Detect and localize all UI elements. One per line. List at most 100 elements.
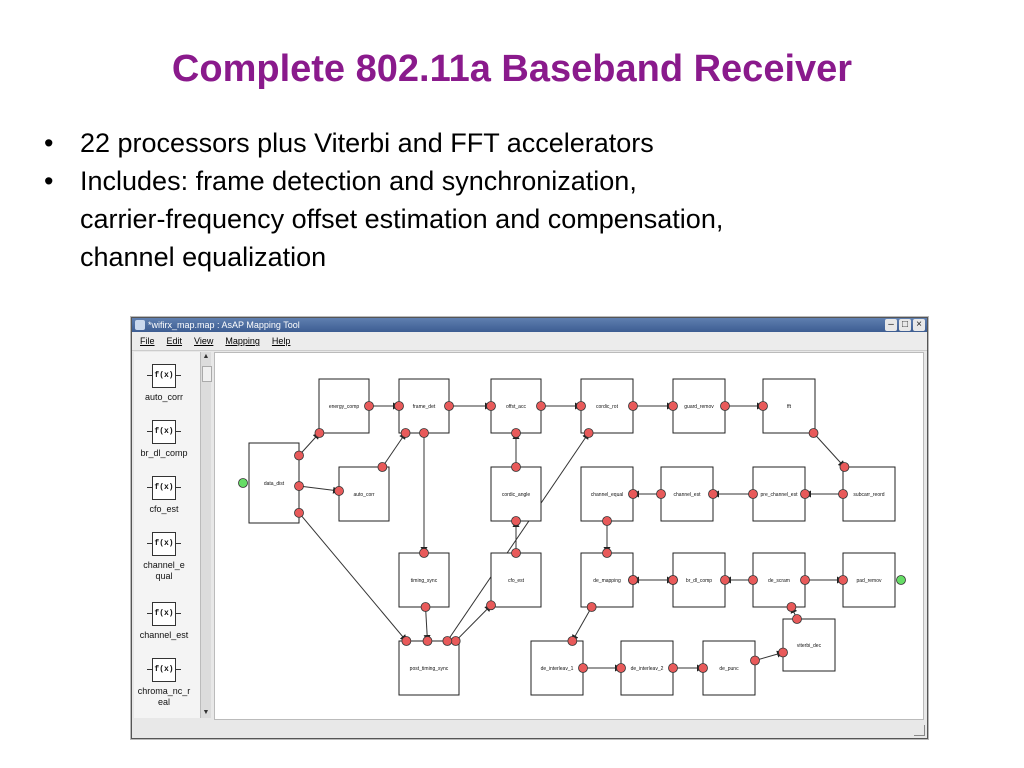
- input-port-icon[interactable]: [422, 636, 433, 646]
- output-port-icon[interactable]: [668, 663, 678, 673]
- block-de-interleav-2[interactable]: de_interleav_2: [620, 640, 674, 696]
- palette-item-chroma-nc-real[interactable]: f(x) chroma_nc_real: [134, 658, 194, 708]
- block-data-dist[interactable]: data_dist: [248, 442, 300, 524]
- block-de-mapping[interactable]: de_mapping: [580, 552, 634, 608]
- output-port-icon[interactable]: [748, 489, 758, 499]
- input-port-icon[interactable]: [616, 663, 626, 673]
- output-port-icon[interactable]: [800, 575, 810, 585]
- block-br-dl-comp[interactable]: br_dl_comp: [672, 552, 726, 608]
- input-port-icon[interactable]: [602, 548, 612, 558]
- output-port-icon[interactable]: [750, 655, 760, 666]
- graph-output-terminal-icon[interactable]: [896, 575, 906, 585]
- menu-edit[interactable]: Edit: [166, 336, 183, 346]
- output-port-icon[interactable]: [602, 516, 612, 526]
- block-pre-channel-est[interactable]: pre_channel_est: [752, 466, 806, 522]
- output-port-icon[interactable]: [294, 507, 304, 518]
- input-port-icon[interactable]: [400, 428, 411, 438]
- output-port-icon[interactable]: [442, 636, 453, 646]
- block-energy-comp[interactable]: energy_comp: [318, 378, 370, 434]
- input-port-icon[interactable]: [628, 489, 638, 499]
- block-channel-equal[interactable]: channel_equal: [580, 466, 634, 522]
- output-port-icon[interactable]: [668, 575, 678, 585]
- block-guard-remov[interactable]: guard_remov: [672, 378, 726, 434]
- output-port-icon[interactable]: [444, 401, 454, 411]
- block-auto-corr[interactable]: auto_corr: [338, 466, 390, 522]
- input-port-icon[interactable]: [800, 489, 810, 499]
- output-port-icon[interactable]: [377, 462, 388, 472]
- palette-item-br-dl-comp[interactable]: f(x) br_dl_comp: [134, 420, 194, 459]
- minimize-button[interactable]: –: [885, 319, 897, 331]
- block-cfo-est[interactable]: cfo_est: [490, 552, 542, 608]
- output-port-icon[interactable]: [511, 548, 521, 558]
- block-pad-remov[interactable]: pad_remov: [842, 552, 896, 608]
- block-subcarr-reord[interactable]: subcarr_reord: [842, 466, 896, 522]
- output-port-icon[interactable]: [586, 602, 597, 612]
- close-button[interactable]: ×: [913, 319, 925, 331]
- block-cordic-angle[interactable]: cordic_angle: [490, 466, 542, 522]
- output-port-icon[interactable]: [808, 428, 819, 438]
- output-port-icon[interactable]: [420, 602, 431, 612]
- block-viterbi-dec[interactable]: viterbi_dec: [782, 618, 836, 672]
- output-port-icon[interactable]: [656, 489, 666, 499]
- block-de-scram[interactable]: de_scram: [752, 552, 806, 608]
- graph-input-terminal-icon[interactable]: [238, 478, 248, 488]
- input-port-icon[interactable]: [419, 548, 429, 558]
- scrollbar-thumb[interactable]: [202, 366, 212, 382]
- input-port-icon[interactable]: [758, 401, 768, 411]
- palette-item-channel-est[interactable]: f(x) channel_est: [134, 602, 194, 641]
- block-timing-sync[interactable]: timing_sync: [398, 552, 450, 608]
- input-port-icon[interactable]: [567, 636, 578, 646]
- block-frame-det[interactable]: frame_det: [398, 378, 450, 434]
- output-port-icon[interactable]: [536, 401, 546, 411]
- input-port-icon[interactable]: [314, 428, 325, 438]
- window-titlebar[interactable]: *wifirx_map.map : AsAP Mapping Tool – □ …: [132, 318, 927, 332]
- input-port-icon[interactable]: [511, 516, 521, 526]
- input-port-icon[interactable]: [668, 401, 678, 411]
- scroll-up-arrow-icon[interactable]: ▲: [202, 353, 210, 360]
- menu-view[interactable]: View: [194, 336, 214, 346]
- palette-scrollbar[interactable]: ▲ ▼: [200, 352, 212, 718]
- input-port-icon[interactable]: [698, 663, 708, 673]
- output-port-icon[interactable]: [578, 663, 588, 673]
- output-port-icon[interactable]: [511, 462, 521, 472]
- output-port-icon[interactable]: [364, 401, 374, 411]
- output-port-icon[interactable]: [450, 636, 461, 646]
- input-port-icon[interactable]: [628, 575, 638, 585]
- input-port-icon[interactable]: [394, 401, 404, 411]
- block-de-interleav-1[interactable]: de_interleav_1: [530, 640, 584, 696]
- output-port-icon[interactable]: [720, 401, 730, 411]
- block-de-punc[interactable]: de_punc: [702, 640, 756, 696]
- maximize-button[interactable]: □: [899, 319, 911, 331]
- output-port-icon[interactable]: [838, 489, 848, 499]
- resize-grip-icon[interactable]: [914, 725, 925, 736]
- input-port-icon[interactable]: [576, 401, 586, 411]
- menu-file[interactable]: File: [140, 336, 155, 346]
- output-port-icon[interactable]: [419, 428, 429, 438]
- output-port-icon[interactable]: [294, 481, 304, 491]
- output-port-icon[interactable]: [294, 450, 304, 461]
- output-port-icon[interactable]: [628, 401, 638, 411]
- output-port-icon[interactable]: [748, 575, 758, 585]
- input-port-icon[interactable]: [486, 401, 496, 411]
- input-port-icon[interactable]: [838, 575, 848, 585]
- input-port-icon[interactable]: [778, 647, 788, 658]
- block-fft[interactable]: fft: [762, 378, 816, 434]
- input-port-icon[interactable]: [839, 462, 850, 472]
- input-port-icon[interactable]: [401, 636, 412, 646]
- output-port-icon[interactable]: [792, 614, 802, 624]
- palette-item-cfo-est[interactable]: f(x) cfo_est: [134, 476, 194, 515]
- input-port-icon[interactable]: [720, 575, 730, 585]
- input-port-icon[interactable]: [786, 602, 797, 612]
- menu-mapping[interactable]: Mapping: [225, 336, 260, 346]
- menu-help[interactable]: Help: [271, 336, 291, 346]
- block-cordic-rot[interactable]: cordic_rot: [580, 378, 634, 434]
- block-channel-est[interactable]: channel_est: [660, 466, 714, 522]
- palette-item-channel-equal[interactable]: f(x) channel_equal: [134, 532, 194, 582]
- input-port-icon[interactable]: [486, 600, 496, 611]
- input-port-icon[interactable]: [511, 428, 521, 438]
- input-port-icon[interactable]: [334, 486, 344, 496]
- scroll-down-arrow-icon[interactable]: ▼: [202, 709, 210, 716]
- block-post-timing-sync[interactable]: post_timing_sync: [398, 640, 460, 696]
- input-port-icon[interactable]: [583, 428, 594, 438]
